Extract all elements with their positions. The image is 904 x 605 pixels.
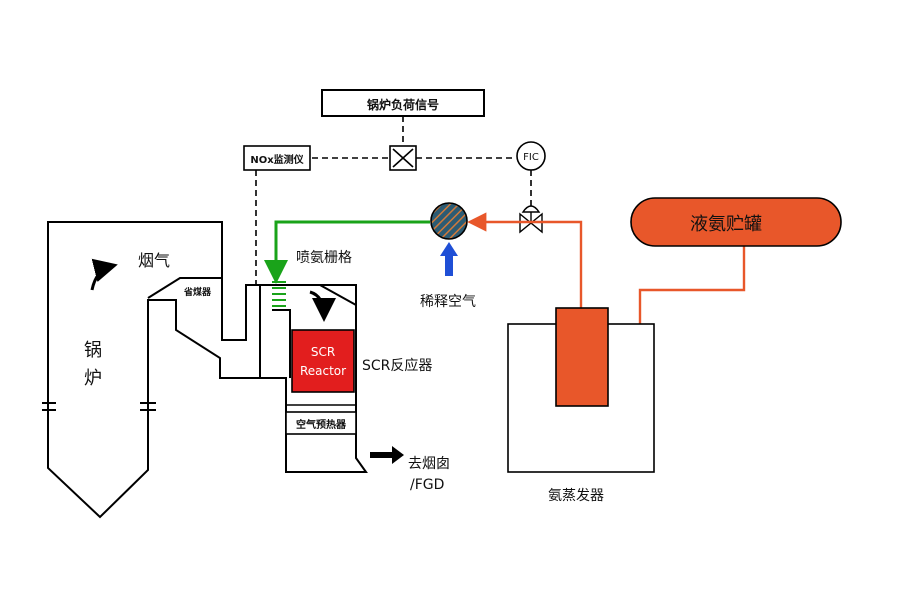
boiler-label-2: 炉 — [84, 368, 102, 389]
dilution-air-label: 稀释空气 — [420, 294, 476, 310]
boiler-load-signal-label: 锅炉负荷信号 — [367, 97, 439, 112]
globe-valve-icon — [519, 205, 543, 234]
boiler-flue-passage — [147, 277, 222, 299]
to-chimney-label: 去烟囱 — [408, 456, 450, 472]
scr-reactor-label-line1: SCR — [311, 345, 335, 359]
scr-reactor-duct — [259, 285, 291, 378]
ammonia-gas-line — [467, 212, 583, 308]
air-preheater-box — [285, 411, 357, 435]
ammonia-air-line — [264, 220, 430, 284]
fgd-label: /FGD — [410, 477, 444, 493]
economizer-label: 省煤器 — [183, 286, 212, 298]
flue-gas-arrow-icon — [90, 258, 118, 291]
liquid-ammonia-tank — [630, 197, 842, 247]
damper-x-icon — [389, 145, 417, 171]
control-signal-lines — [255, 116, 532, 285]
nox-monitor-box — [243, 145, 311, 171]
air-preheater-label: 空气预热器 — [296, 418, 347, 431]
flue-gas-label: 烟气 — [138, 251, 170, 270]
nox-monitor-label: NOx监测仪 — [250, 153, 304, 166]
dilution-air-arrow-icon — [440, 242, 458, 276]
ammonia-evaporator-core — [555, 307, 609, 407]
ammonia-grid-label: 喷氨栅格 — [296, 250, 352, 266]
scr-reactor-cn-label: SCR反应器 — [362, 357, 432, 374]
hatched-mixer-icon — [430, 202, 468, 240]
scr-reactor-block — [291, 329, 355, 393]
boiler-label-1: 锅 — [84, 340, 102, 361]
fic-label: FIC — [523, 152, 539, 163]
ammonia-evaporator-label: 氨蒸发器 — [548, 488, 604, 504]
liquid-ammonia-tank-label: 液氨贮罐 — [690, 214, 762, 235]
to-chimney-arrow-icon — [370, 446, 404, 464]
reactor-flow-arrow-icon — [309, 290, 336, 322]
scr-reactor-label-line2: Reactor — [300, 364, 346, 378]
boiler-wall-breaks — [42, 402, 156, 411]
fic-controller-icon — [516, 141, 546, 171]
boiler-outline — [47, 221, 368, 519]
